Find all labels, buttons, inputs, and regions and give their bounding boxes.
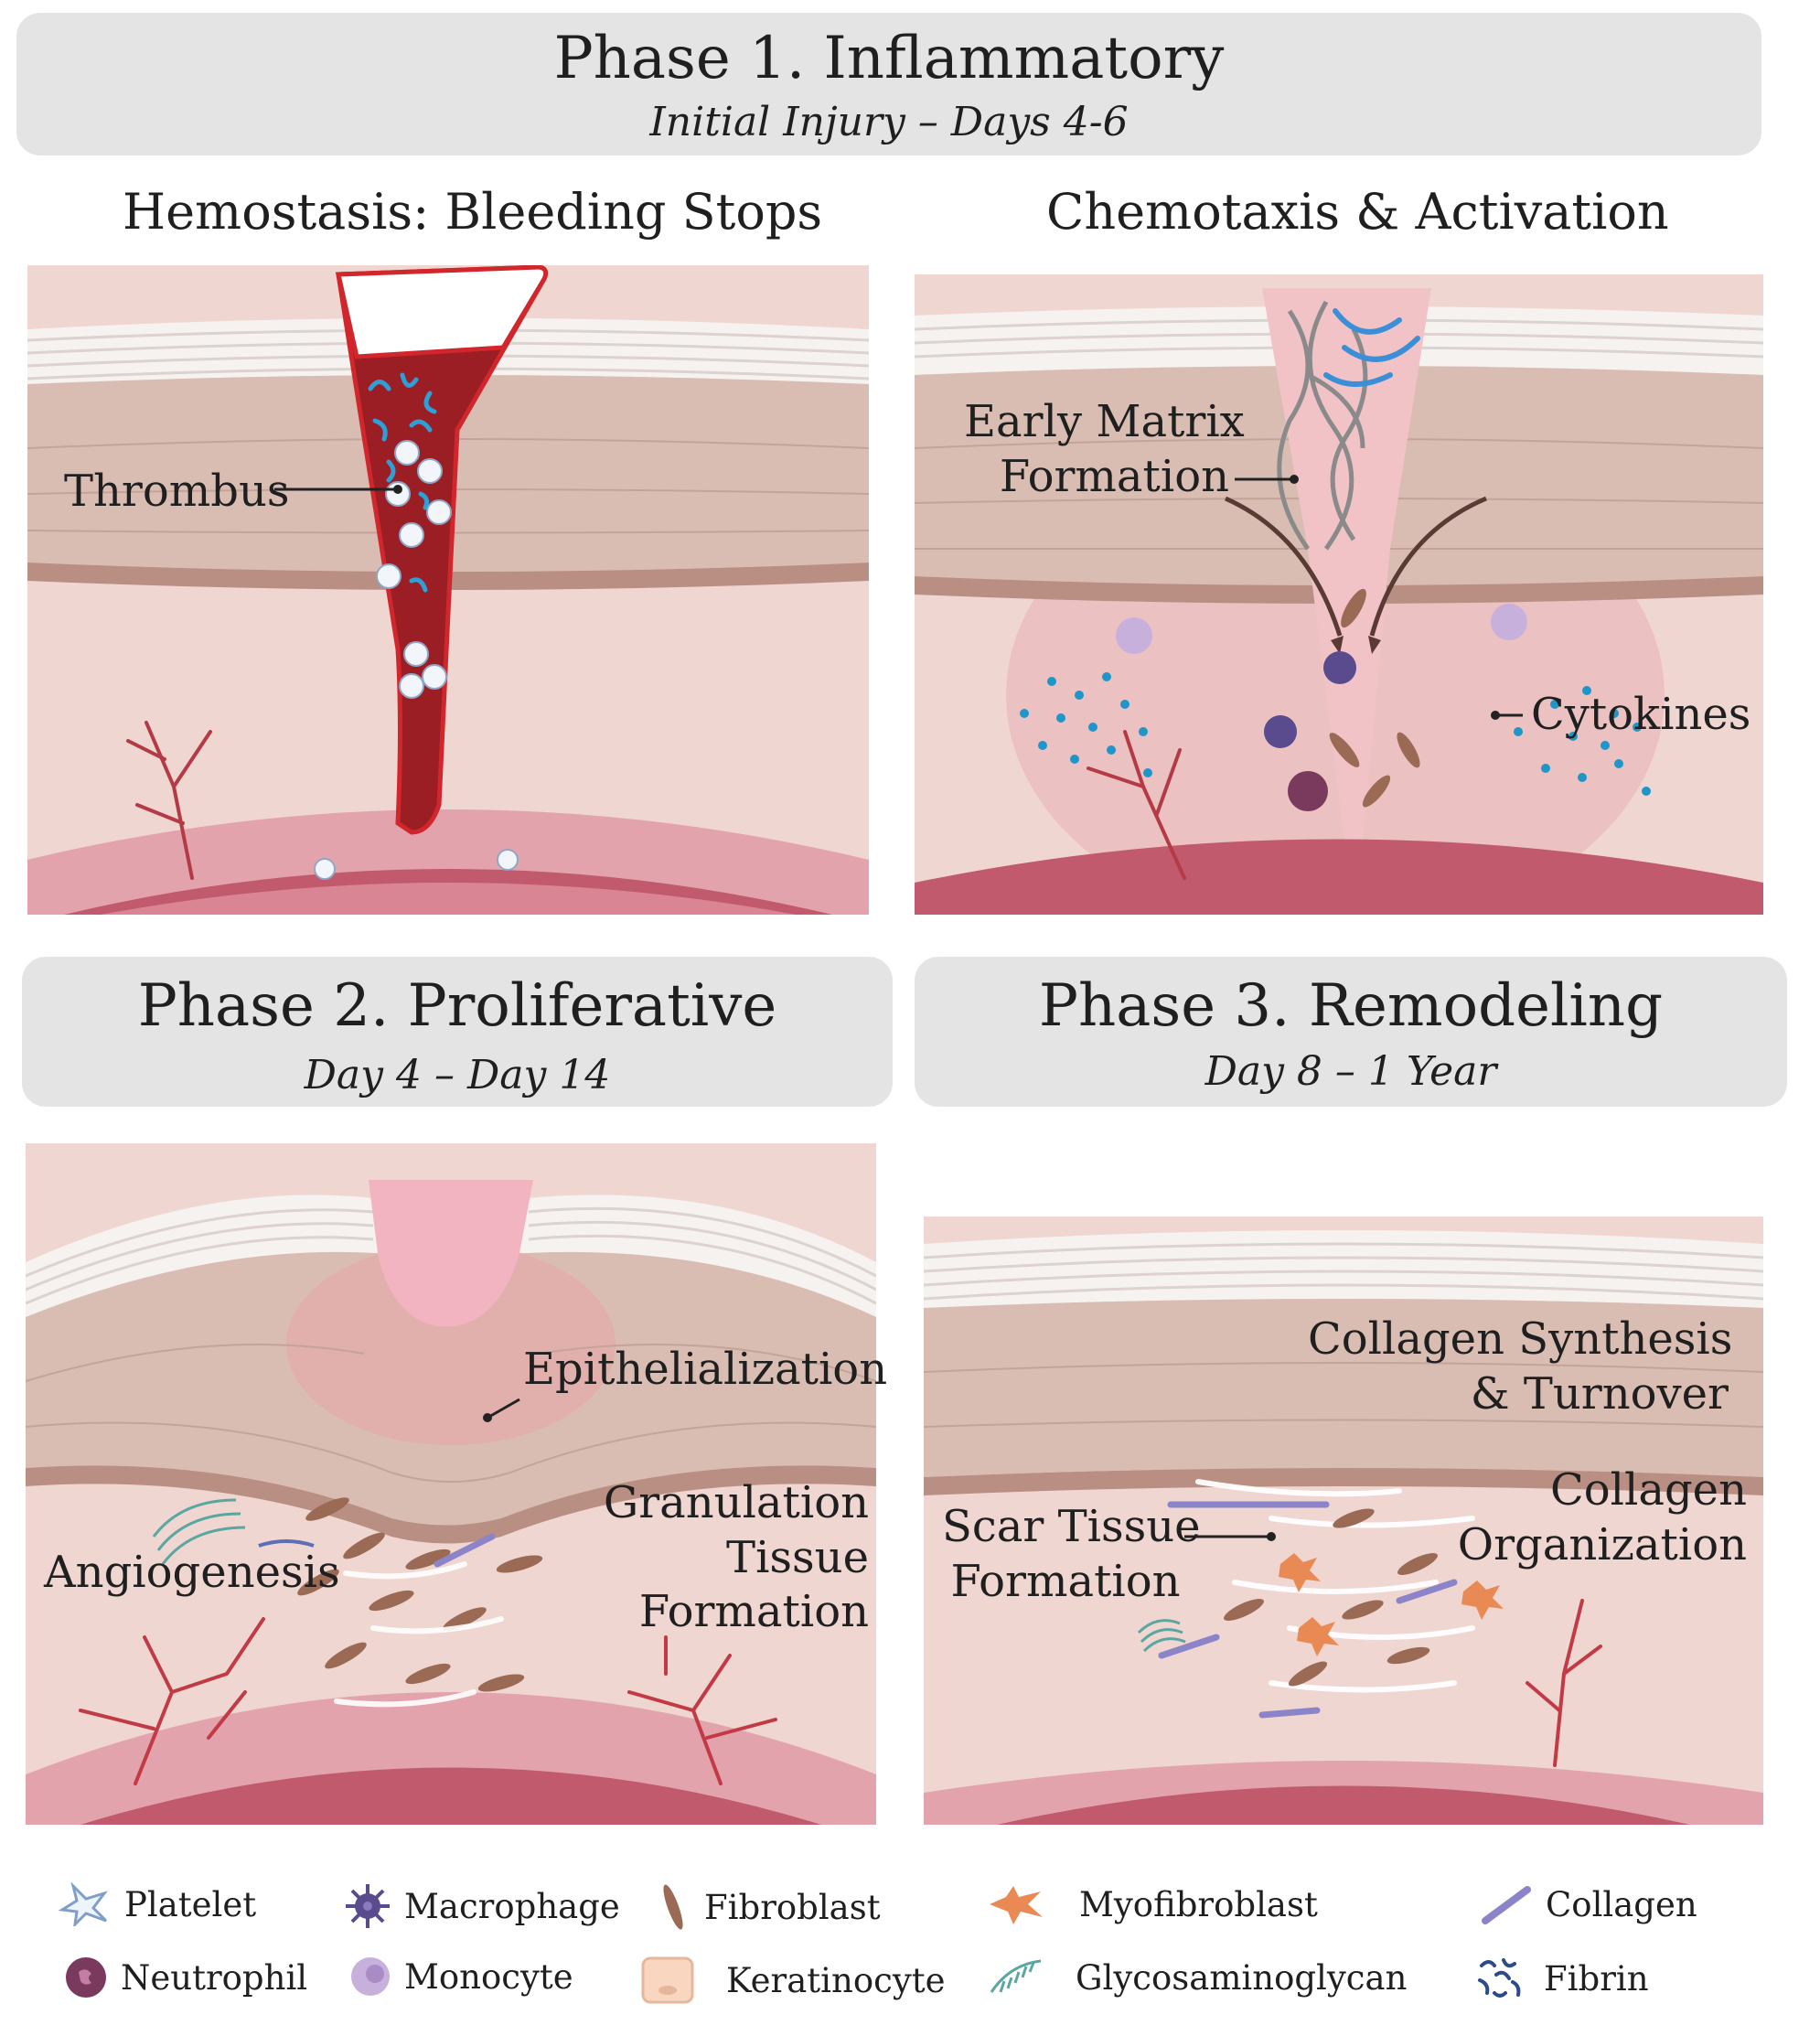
macrophage-icon	[346, 1884, 390, 1928]
legend-label: Myofibroblast	[1079, 1884, 1318, 1924]
early-matrix-label: Early Matrix Formation	[964, 395, 1245, 504]
fibrin-icon	[1478, 1958, 1521, 1998]
granulation-line2: Tissue	[726, 1531, 869, 1583]
hemostasis-panel	[27, 265, 869, 915]
granulation-line1: Granulation	[603, 1477, 869, 1528]
legend-label: Keratinocyte	[726, 1960, 946, 2000]
legend-fibrin: Fibrin	[1472, 1953, 1649, 2004]
angiogenesis-label: Angiogenesis	[44, 1547, 340, 1598]
legend-platelet: Platelet	[55, 1882, 256, 1926]
keratinocyte-icon	[641, 1956, 694, 2004]
collagen-synthesis-line1: Collagen Synthesis	[1308, 1313, 1733, 1365]
phase3-subtitle: Day 8 – 1 Year	[1204, 1048, 1497, 1095]
legend-label: Fibroblast	[704, 1887, 881, 1927]
scar-tissue-line1: Scar Tissue	[942, 1501, 1201, 1552]
legend-keratinocyte: Keratinocyte	[640, 1956, 946, 2005]
collagen-synthesis-line2: & Turnover	[1470, 1367, 1729, 1420]
collagen-organization-line1: Collagen	[1550, 1464, 1747, 1516]
phase1-subtitle: Initial Injury – Days 4-6	[649, 99, 1129, 145]
phase2-banner: Phase 2. Proliferative Day 4 – Day 14	[22, 957, 893, 1107]
legend-collagen: Collagen	[1480, 1882, 1697, 1926]
legend-label: Macrophage	[404, 1886, 620, 1926]
legend-label: Monocyte	[404, 1956, 573, 1997]
collagen-icon	[1482, 1886, 1531, 1924]
chemotaxis-panel	[915, 274, 1763, 915]
legend-myofibroblast: Myofibroblast	[986, 1882, 1318, 1926]
collagen-synthesis-label: Collagen Synthesis & Turnover	[1308, 1313, 1733, 1421]
hemostasis-title: Hemostasis: Bleeding Stops	[123, 183, 823, 241]
legend-monocyte: Monocyte	[349, 1956, 573, 1998]
phase2-title: Phase 2. Proliferative	[137, 972, 777, 1040]
phase1-title: Phase 1. Inflammatory	[553, 25, 1225, 92]
legend-label: Fibrin	[1544, 1958, 1649, 1998]
collagen-organization-label: Collagen Organization	[1445, 1463, 1747, 1572]
legend-macrophage: Macrophage	[344, 1882, 620, 1930]
legend-fibroblast: Fibroblast	[655, 1882, 881, 1932]
neutrophil-icon	[66, 1957, 106, 1998]
legend-label: Glycosaminoglycan	[1076, 1957, 1408, 1998]
phase3-title: Phase 3. Remodeling	[1038, 972, 1664, 1040]
thrombus-label: Thrombus	[64, 466, 290, 517]
legend-label: Neutrophil	[121, 1957, 308, 1998]
epithelialization-label: Epithelialization	[523, 1344, 888, 1395]
legend-neutrophil: Neutrophil	[64, 1956, 307, 1999]
legend-label: Platelet	[124, 1884, 257, 1924]
scar-tissue-label: Scar Tissue Formation	[942, 1500, 1201, 1609]
remodeling-panel	[924, 1216, 1763, 1825]
legend-glycosaminoglycan: Glycosaminoglycan	[988, 1956, 1407, 1999]
collagen-organization-line2: Organization	[1457, 1518, 1747, 1570]
scar-tissue-line2: Formation	[950, 1555, 1181, 1607]
chemotaxis-title: Chemotaxis & Activation	[1046, 183, 1669, 241]
granulation-label: Granulation Tissue Formation	[567, 1476, 869, 1640]
legend-label: Collagen	[1546, 1884, 1697, 1924]
phase2-subtitle: Day 4 – Day 14	[304, 1052, 611, 1098]
granulation-line3: Formation	[638, 1586, 869, 1638]
fibroblast-icon	[663, 1884, 683, 1930]
monocyte-icon	[351, 1957, 390, 1996]
early-matrix-line1: Early Matrix	[964, 396, 1245, 447]
proliferative-panel	[26, 1143, 876, 1825]
platelet-icon	[58, 1882, 108, 1926]
myofibroblast-icon	[990, 1886, 1043, 1924]
phase1-banner: Phase 1. Inflammatory Initial Injury – D…	[16, 13, 1761, 155]
phase3-banner: Phase 3. Remodeling Day 8 – 1 Year	[915, 957, 1787, 1107]
glycosaminoglycan-icon	[990, 1959, 1042, 1993]
cytokines-label: Cytokines	[1531, 689, 1751, 740]
early-matrix-line2: Formation	[999, 450, 1229, 502]
